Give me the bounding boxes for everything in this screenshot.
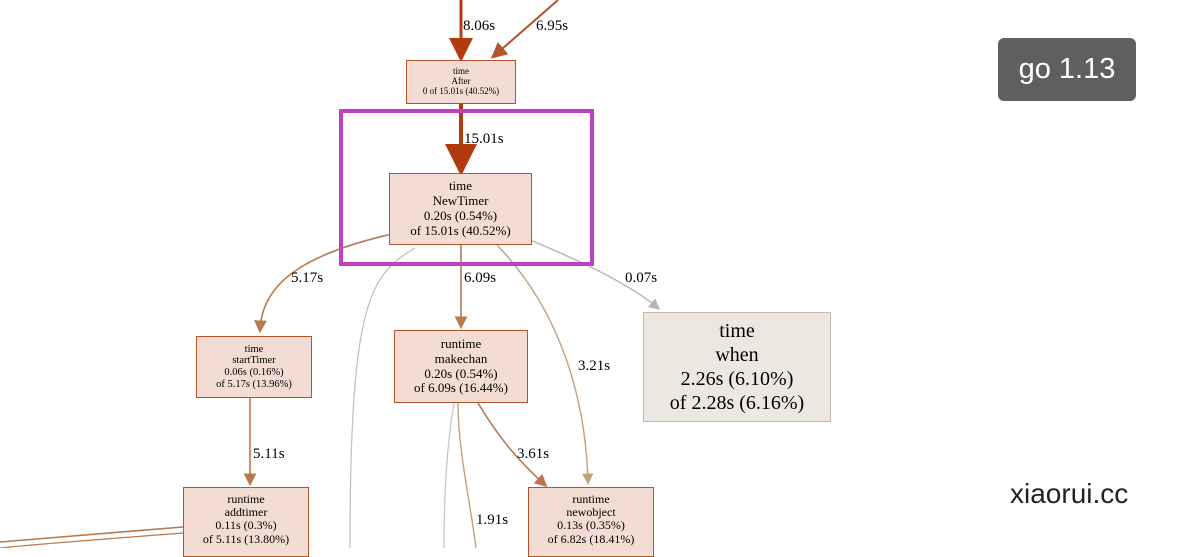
edge-label: 6.95s [536,18,569,34]
node-line: time [453,66,469,77]
edge-label: 15.01s [464,131,504,147]
node-line: 0 of 15.01s (40.52%) [422,85,500,96]
node-line: After [451,76,471,87]
edge-label: 6.09s [464,270,497,286]
node-line: 0.13s (0.35%) [557,518,625,533]
node-line: runtime [227,492,265,506]
node-line: of 15.01s (40.52%) [410,222,511,238]
version-badge: go 1.13 [998,38,1136,101]
edge-makechan-down-1 [443,402,455,548]
node-line: of 6.09s (16.44%) [414,380,508,396]
edge-label: 5.17s [291,270,324,286]
node-line: 0.06s (0.16%) [224,367,284,378]
highlight-frame [339,109,594,266]
node-line: of 2.28s (6.16%) [669,392,805,414]
node-line: time [244,343,264,355]
node-line: of 6.82s (18.41%) [547,531,635,546]
node-time-starttimer: time startTimer 0.06s (0.16%) of 5.17s (… [196,336,312,398]
node-time-newtimer: time NewTimer 0.20s (0.54%) of 15.01s (4… [389,173,532,245]
node-line: newobject [566,505,616,520]
edge-label: 3.61s [517,446,550,462]
node-time-when: time when 2.26s (6.10%) of 2.28s (6.16%) [643,312,831,422]
node-line: time [719,320,755,342]
edge-label: 1.91s [476,512,509,528]
node-line: runtime [440,335,482,351]
node-line: when [715,344,759,366]
edge-label: 8.06s [463,18,496,34]
node-line: 0.11s (0.3%) [215,518,277,533]
edge-label: 0.07s [625,270,658,286]
node-time-after: time After 0 of 15.01s (40.52%) [406,60,516,104]
edge-addtimer-left-2 [0,532,184,548]
node-line: 0.20s (0.54%) [424,365,498,381]
edge-newtimer-down [349,247,416,548]
edge-addtimer-left-1 [0,526,184,543]
edge-newtimer-newobject [496,244,594,485]
node-line: startTimer [232,355,276,367]
edge-newtimer-starttimer [254,233,393,334]
edge-newtimer-when [529,239,661,310]
node-line: of 5.11s (13.80%) [202,531,290,546]
edge-label: 5.11s [253,446,285,462]
node-line: time [448,178,473,194]
edge-makechan-newobject [477,402,548,488]
node-line: addtimer [224,505,268,520]
node-line: 0.20s (0.54%) [423,208,498,223]
node-runtime-addtimer: runtime addtimer 0.11s (0.3%) of 5.11s (… [183,487,309,557]
edge-in-after-2 [490,0,559,59]
edge-makechan-down-2 [457,402,477,548]
brand-watermark: xiaorui.cc [1010,478,1129,509]
node-line: of 5.17s (13.96%) [216,378,292,390]
node-line: NewTimer [432,193,489,209]
node-line: runtime [572,492,610,506]
node-runtime-makechan: runtime makechan 0.20s (0.54%) of 6.09s … [394,330,528,403]
node-line: makechan [434,350,488,366]
edge-label: 3.21s [578,358,611,374]
node-runtime-newobject: runtime newobject 0.13s (0.35%) of 6.82s… [528,487,654,557]
node-line: 2.26s (6.10%) [680,368,794,390]
